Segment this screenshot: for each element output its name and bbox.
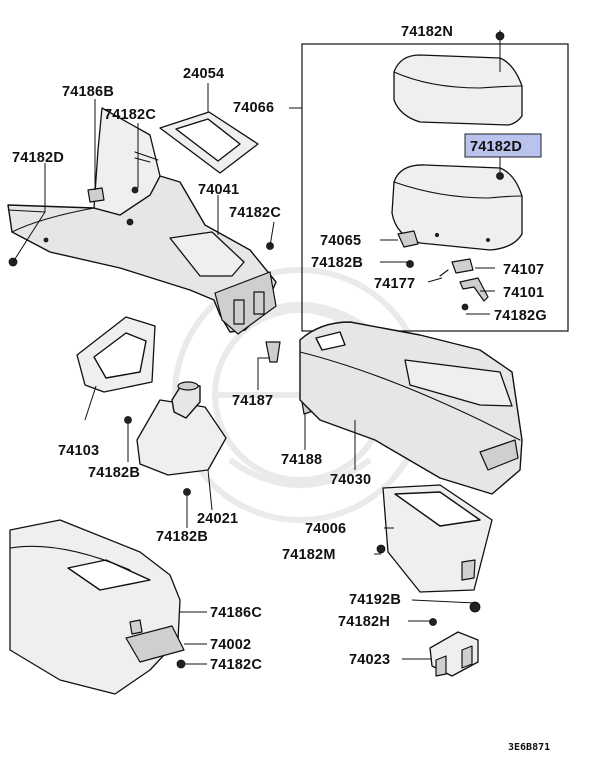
callout-74030: 74030 xyxy=(330,472,371,488)
rear-console-74030 xyxy=(299,321,523,495)
callout-74023: 74023 xyxy=(349,652,390,668)
front-console-74041 xyxy=(7,107,277,335)
callout-74182M: 74182M xyxy=(282,547,336,563)
callout-74066: 74066 xyxy=(233,100,274,116)
callout-74006: 74006 xyxy=(305,521,346,537)
hinge-bracket xyxy=(397,230,419,248)
storage-box-74006 xyxy=(382,484,493,593)
callout-24054: 24054 xyxy=(183,66,224,82)
callout-74187: 74187 xyxy=(232,393,273,409)
callout-74186C: 74186C xyxy=(210,605,262,621)
callout-24021: 24021 xyxy=(197,511,238,527)
fasteners xyxy=(8,31,505,669)
callout-74177: 74177 xyxy=(374,276,415,292)
callout-74182B-inset: 74182B xyxy=(311,255,363,271)
callout-labels: 74182N 24054 74186B 74066 74182C 74182D … xyxy=(12,24,547,673)
pin xyxy=(439,269,449,277)
shift-boot-24021 xyxy=(136,381,227,476)
callout-74182B-bottom: 74182B xyxy=(156,529,208,545)
armrest-lid-upper xyxy=(393,54,523,126)
callout-74101: 74101 xyxy=(503,285,544,301)
callout-74182C-top: 74182C xyxy=(104,107,156,123)
plug-74187 xyxy=(265,341,281,363)
armrest-inset-frame xyxy=(301,43,569,332)
callout-74103: 74103 xyxy=(58,443,99,459)
callout-74002: 74002 xyxy=(210,637,251,653)
callout-74182C-bottom: 74182C xyxy=(210,657,262,673)
console-side-panel xyxy=(9,519,181,695)
parts xyxy=(7,31,523,695)
clip-74186C xyxy=(129,619,143,635)
shift-bezel-24054 xyxy=(159,111,259,174)
callout-74041: 74041 xyxy=(198,182,239,198)
callout-74188: 74188 xyxy=(281,452,322,468)
callout-74065: 74065 xyxy=(320,233,361,249)
callout-74182H: 74182H xyxy=(338,614,390,630)
tray-74103 xyxy=(76,316,156,393)
leader-lines xyxy=(7,30,501,665)
callout-74182D-left: 74182D xyxy=(12,150,64,166)
callout-74182G: 74182G xyxy=(494,308,547,324)
bracket-74023 xyxy=(429,631,479,677)
lever xyxy=(459,277,489,302)
callout-highlight xyxy=(464,133,542,158)
drawing-code: 3E6B871 xyxy=(508,742,550,753)
latch xyxy=(451,258,474,274)
clip-74186B xyxy=(87,187,105,203)
callout-74182N: 74182N xyxy=(401,24,453,40)
ashtray-74002 xyxy=(125,625,185,663)
callout-74182C-mid: 74182C xyxy=(229,205,281,221)
callout-74182D-highlighted: 74182D xyxy=(470,139,522,155)
callout-74182B-left: 74182B xyxy=(88,465,140,481)
callout-74192B: 74192B xyxy=(349,592,401,608)
callout-74107: 74107 xyxy=(503,262,544,278)
callout-74186B: 74186B xyxy=(62,84,114,100)
